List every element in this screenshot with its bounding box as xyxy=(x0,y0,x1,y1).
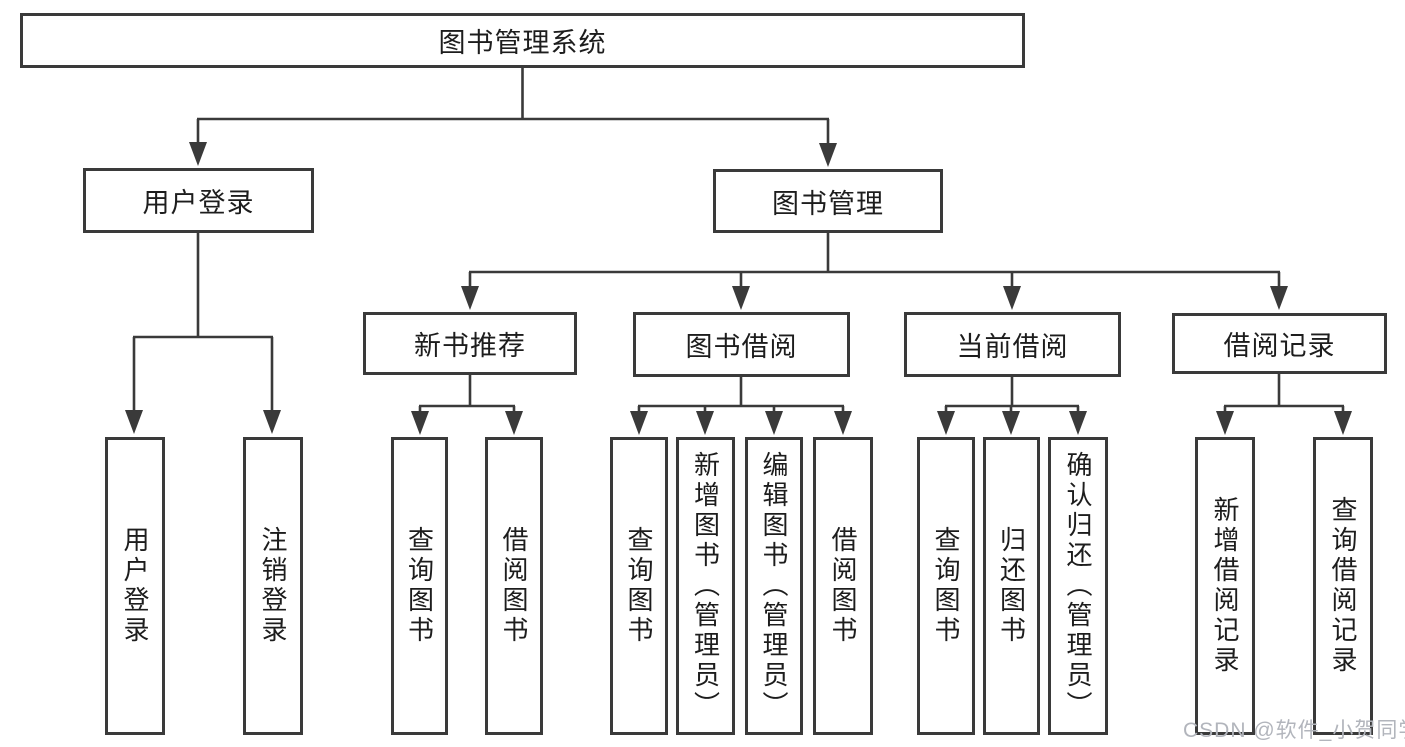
arrowhead xyxy=(1003,286,1021,310)
leaf-user-login: 用户登录 xyxy=(105,437,165,735)
branch-new-book-recommend xyxy=(411,375,523,435)
node-book-management: 图书管理 xyxy=(713,169,943,233)
leaf-borrow-books-recommend: 借阅图书 xyxy=(485,437,543,735)
arrowhead xyxy=(125,410,143,434)
leaf-add-books-admin: 新增图书（管理员） xyxy=(676,437,735,735)
leaf-logout: 注销登录 xyxy=(243,437,303,735)
node-label: 借阅图书 xyxy=(499,526,529,646)
node-borrowing-records: 借阅记录 xyxy=(1172,313,1387,374)
arrowhead xyxy=(696,411,714,435)
leaf-query-books-current: 查询图书 xyxy=(917,437,975,735)
arrowhead xyxy=(765,411,783,435)
branch-book-management xyxy=(461,233,1288,310)
node-label: 图书管理 xyxy=(772,188,884,219)
node-label: 借阅记录 xyxy=(1223,331,1336,361)
node-label: 图书管理系统 xyxy=(438,28,607,58)
leaf-edit-books-admin: 编辑图书（管理员） xyxy=(745,437,803,735)
leaf-add-borrow-record: 新增借阅记录 xyxy=(1195,437,1255,735)
node-book-borrowing: 图书借阅 xyxy=(633,312,850,377)
arrowhead xyxy=(1002,411,1020,435)
node-current-borrowing: 当前借阅 xyxy=(904,312,1121,377)
node-label: 确认归还（管理员） xyxy=(1063,451,1093,721)
leaf-confirm-return-admin: 确认归还（管理员） xyxy=(1048,437,1108,735)
node-label: 用户登录 xyxy=(120,526,150,646)
arrowhead xyxy=(1216,411,1234,435)
arrowhead xyxy=(834,411,852,435)
arrowhead xyxy=(937,411,955,435)
arrowhead xyxy=(461,286,479,310)
node-user-login: 用户登录 xyxy=(83,168,314,233)
arrowhead xyxy=(819,143,837,167)
arrowhead xyxy=(1069,411,1087,435)
node-label: 归还图书 xyxy=(996,526,1027,646)
leaf-query-books-borrowing: 查询图书 xyxy=(610,437,668,735)
arrowhead xyxy=(505,411,523,435)
branch-current-borrowing xyxy=(937,377,1087,435)
node-label: 查询图书 xyxy=(931,526,961,646)
node-new-book-recommend: 新书推荐 xyxy=(363,312,577,375)
branch-user-login xyxy=(125,233,281,434)
arrowhead xyxy=(189,142,207,166)
node-library-system: 图书管理系统 xyxy=(20,13,1025,68)
node-label: 用户登录 xyxy=(142,188,255,218)
node-label: 图书借阅 xyxy=(685,332,798,362)
leaf-return-books: 归还图书 xyxy=(983,437,1040,735)
node-label: 新书推荐 xyxy=(414,331,526,361)
arrowhead xyxy=(1270,286,1288,310)
leaf-query-borrow-record: 查询借阅记录 xyxy=(1313,437,1373,735)
arrowhead xyxy=(630,411,648,435)
leaf-query-books-recommend: 查询图书 xyxy=(391,437,448,735)
leaf-borrow-books-borrowing: 借阅图书 xyxy=(813,437,873,735)
node-label: 查询图书 xyxy=(404,526,435,646)
arrowhead xyxy=(263,410,281,434)
csdn-watermark: CSDN @软件_小贺同学 xyxy=(1183,719,1405,742)
branch-borrowing-records xyxy=(1216,374,1352,435)
branch-book-borrowing xyxy=(630,377,852,435)
node-label: 查询图书 xyxy=(624,526,654,646)
node-label: 编辑图书（管理员） xyxy=(759,451,789,721)
arrowhead xyxy=(732,286,750,310)
node-label: 借阅图书 xyxy=(828,526,858,646)
node-label: 当前借阅 xyxy=(956,332,1069,362)
branch-root xyxy=(189,66,837,167)
node-label: 查询借阅记录 xyxy=(1328,496,1358,676)
node-label: 注销登录 xyxy=(258,526,288,646)
node-label: 新增借阅记录 xyxy=(1210,496,1240,676)
node-label: 新增图书（管理员） xyxy=(690,451,721,721)
arrowhead xyxy=(1334,411,1352,435)
arrowhead xyxy=(411,411,429,435)
